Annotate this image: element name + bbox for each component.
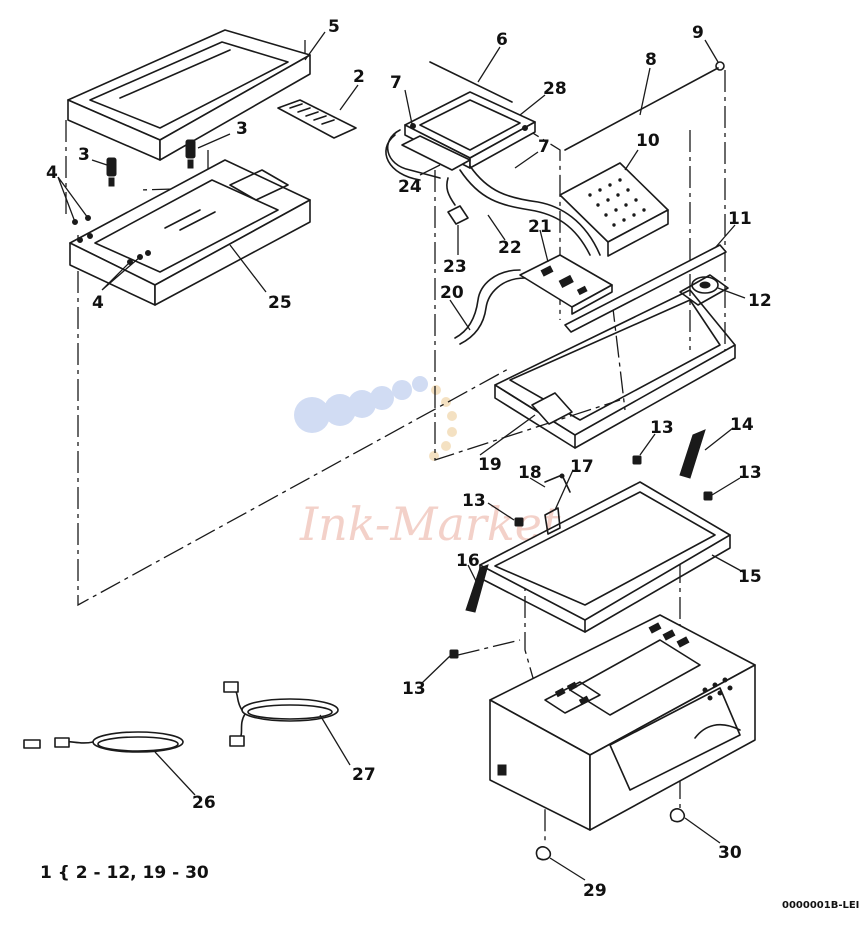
callout-27: 27 xyxy=(352,765,376,785)
callout-4: 4 xyxy=(46,163,58,183)
parts-range-note: 1 { 2 - 12, 19 - 30 xyxy=(40,863,209,883)
flat-cable-part-22 xyxy=(459,165,601,256)
hinge-part-3-left xyxy=(106,157,117,187)
label-strip-part-2 xyxy=(277,99,357,139)
callout-19: 19 xyxy=(478,455,502,475)
callout-13: 13 xyxy=(402,679,426,699)
watermark-logo xyxy=(294,376,457,461)
printer-body xyxy=(489,614,756,831)
callout-10: 10 xyxy=(636,131,660,151)
callout-7: 7 xyxy=(390,73,402,93)
callout-16: 16 xyxy=(456,551,480,571)
connector-part-23 xyxy=(446,177,469,225)
leader-lines xyxy=(57,31,746,881)
clip-part-9 xyxy=(715,61,725,71)
callout-21: 21 xyxy=(528,217,552,237)
callout-15: 15 xyxy=(738,567,762,587)
scanner-lid-part-5 xyxy=(67,29,311,161)
guide-rail-part-11 xyxy=(564,244,727,333)
drawing-code: 0000001B-LEI xyxy=(782,900,859,911)
callout-3: 3 xyxy=(78,145,90,165)
callout-25: 25 xyxy=(268,293,292,313)
cable-part-27 xyxy=(223,681,339,747)
hinge-part-3-right xyxy=(185,139,196,169)
callout-28: 28 xyxy=(543,79,567,99)
callout-23: 23 xyxy=(443,257,467,277)
bracket-part-17 xyxy=(544,507,561,535)
callout-26: 26 xyxy=(192,793,216,813)
grille-holes xyxy=(588,178,646,227)
tray-base-part-15 xyxy=(479,481,731,633)
callout-30: 30 xyxy=(718,843,742,863)
callouts: 5 2 3 3 4 4 25 6 9 8 7 28 7 10 24 21 22 … xyxy=(46,17,772,901)
callout-4: 4 xyxy=(92,293,104,313)
callout-24: 24 xyxy=(398,177,422,197)
circuit-board-part-21 xyxy=(519,254,613,315)
control-panel-buttons xyxy=(554,622,733,706)
callout-8: 8 xyxy=(645,50,657,70)
rod-part-6 xyxy=(429,61,513,103)
scanner-base-part-25 xyxy=(69,159,311,306)
callout-13: 13 xyxy=(738,463,762,483)
brace-part-14 xyxy=(679,429,706,479)
motor-part-12 xyxy=(679,274,729,306)
callout-20: 20 xyxy=(440,283,464,303)
callout-7: 7 xyxy=(538,137,550,157)
callout-9: 9 xyxy=(692,23,704,43)
bracket-part-19 xyxy=(531,392,573,425)
callout-29: 29 xyxy=(583,881,607,901)
screws-part-13 xyxy=(449,455,713,659)
clip-part-30 xyxy=(669,808,686,823)
callout-12: 12 xyxy=(748,291,772,311)
callout-17: 17 xyxy=(570,457,594,477)
scanner-frame xyxy=(494,289,736,449)
sensor-part-24 xyxy=(385,129,471,181)
callout-5: 5 xyxy=(328,17,340,37)
cable-part-26 xyxy=(23,731,184,753)
callout-3: 3 xyxy=(236,119,248,139)
watermark: Ink-Market xyxy=(294,376,561,551)
callout-13: 13 xyxy=(462,491,486,511)
clip-part-29 xyxy=(535,846,552,861)
callout-14: 14 xyxy=(730,415,754,435)
callout-6: 6 xyxy=(496,30,508,50)
pin-part-18 xyxy=(544,473,571,493)
callout-22: 22 xyxy=(498,238,522,258)
callout-18: 18 xyxy=(518,463,542,483)
ribbon-cable-part-20 xyxy=(454,269,526,345)
grille-cover-part-10 xyxy=(559,162,669,257)
callout-11: 11 xyxy=(728,209,752,229)
callout-13: 13 xyxy=(650,418,674,438)
brace-part-16 xyxy=(465,564,489,613)
callout-2: 2 xyxy=(353,67,365,87)
